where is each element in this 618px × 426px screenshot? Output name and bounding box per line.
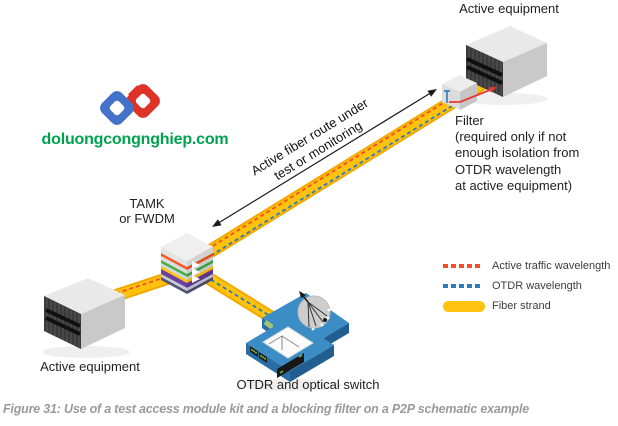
port-arrow-icon (192, 268, 200, 276)
legend-item-fiber-strand: Fiber strand (443, 300, 618, 312)
active-equipment-top-label: Active equipment (459, 1, 559, 16)
orange-dashed-line-swatch (443, 264, 481, 268)
logo-text: doluongcongnghiep.com (41, 131, 229, 148)
switch-dial-icon (297, 295, 331, 329)
legend-item-otdr-wavelength: OTDR wavelength (443, 280, 618, 292)
legend: Active traffic wavelength OTDR wavelengt… (443, 260, 618, 320)
tamk-label: TAMK or FWDM (105, 196, 189, 226)
otdr-device-icon (246, 317, 334, 382)
tamk-label-line: TAMK (129, 196, 165, 211)
shadows (42, 93, 548, 391)
legend-label: OTDR wavelength (492, 280, 582, 292)
otdr-wavelength-line (204, 275, 289, 328)
filter-note-line: enough isolation from (455, 145, 580, 161)
active-equipment-bottom-icon (44, 278, 125, 349)
shadow (242, 379, 342, 391)
legend-label: Active traffic wavelength (492, 260, 611, 272)
arrowhead-icon (427, 89, 437, 97)
interlocked-chain-links-icon (100, 84, 160, 125)
passing-traffic-line (449, 87, 496, 103)
arrowhead-icon (212, 219, 222, 227)
arrowhead-icon (488, 87, 497, 93)
figure-caption: Figure 31: Use of a test access module k… (3, 402, 529, 416)
front-display (277, 353, 304, 378)
yellow-bar-swatch (443, 300, 485, 312)
otdr-screen (262, 326, 314, 359)
port-arrow-icon (192, 261, 200, 269)
filter-note-line: at active equipment) (455, 177, 573, 193)
legend-item-active-traffic: Active traffic wavelength (443, 260, 618, 272)
filter-note-line: Filter (455, 113, 484, 128)
blue-dashed-line-swatch (443, 284, 481, 288)
legend-label: Fiber strand (492, 300, 551, 312)
filter-note-line: (required only if not (455, 129, 567, 145)
shadow (42, 346, 130, 358)
active-traffic-wavelength-line (95, 274, 173, 301)
route-double-arrow (212, 89, 437, 227)
port-arrow-icon (192, 275, 200, 283)
tamk-module-icon (161, 233, 213, 294)
otdr-switch-label: OTDR and optical switch (236, 377, 380, 392)
tamk-label-line: or FWDM (119, 211, 175, 226)
filter-note: Filter (required only if not enough isol… (455, 113, 615, 194)
filter-note-line: OTDR wavelength (455, 161, 562, 177)
filter-icon (442, 75, 497, 110)
dial-arrow-icon (299, 291, 306, 298)
otdr-wavelength-line (198, 105, 453, 264)
shadow (460, 93, 548, 105)
active-equipment-bottom-label: Active equipment (40, 359, 140, 374)
